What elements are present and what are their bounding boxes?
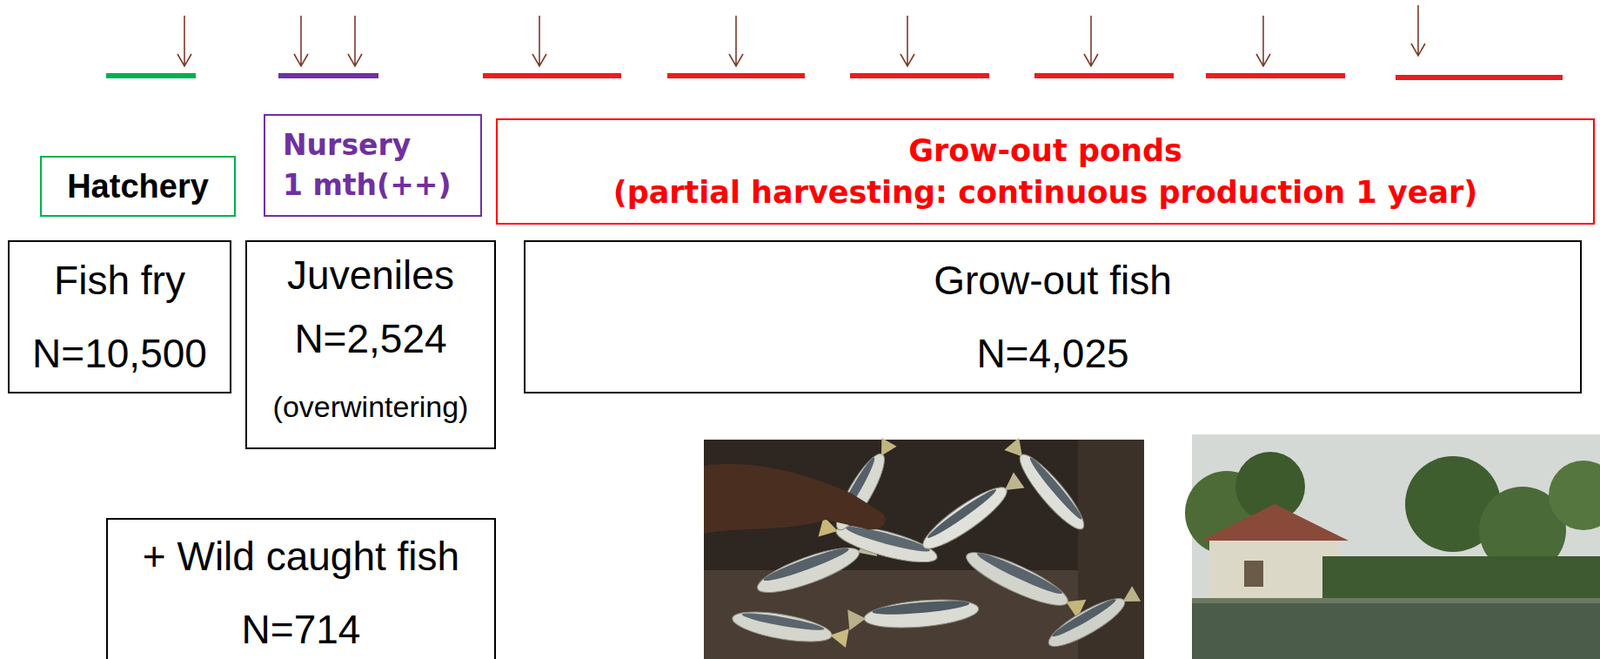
growout-bar <box>1034 73 1174 79</box>
fish-body <box>961 542 1074 614</box>
node-text: (partial harvesting: continuous producti… <box>613 171 1479 214</box>
sample-box: Fish fryN=10,500 <box>7 240 232 394</box>
fish-photo <box>703 435 1145 659</box>
sampling-arrows <box>177 5 1426 67</box>
node-text: N=714 <box>241 592 362 659</box>
sampling-arrow <box>1084 15 1098 67</box>
fish-tail <box>1004 437 1030 463</box>
sampling-arrow <box>729 15 744 67</box>
fish-back <box>924 485 998 541</box>
nursery-bar <box>278 73 379 79</box>
node-heading: Hatchery <box>66 164 209 208</box>
node-text: (overwintering) <box>273 368 469 444</box>
node-text: 1 mth(++) <box>282 165 452 206</box>
pond-photo <box>1184 434 1600 659</box>
fish-body <box>916 478 1013 556</box>
node-heading: Fish fry <box>53 243 186 317</box>
fish-tail <box>873 437 897 461</box>
sample-box: Grow-out fishN=4,025 <box>523 240 1582 394</box>
fish-tail <box>999 471 1025 497</box>
node-text: N=4,025 <box>976 316 1129 390</box>
fish-body <box>729 605 834 648</box>
node-heading: + Wild caught fish <box>142 519 460 593</box>
fish-back <box>1026 455 1085 523</box>
growout-bar <box>667 73 805 79</box>
stage-box: Nursery1 mth(++) <box>263 113 483 217</box>
sample-box: JuvenilesN=2,524(overwintering) <box>245 240 496 449</box>
node-heading: Nursery <box>282 125 411 166</box>
sky <box>1191 434 1600 659</box>
sampling-arrow <box>348 15 362 67</box>
sampling-arrow <box>177 15 192 67</box>
stage-box: Grow-out ponds(partial harvesting: conti… <box>495 118 1595 225</box>
fish-back <box>871 597 971 617</box>
fish <box>961 542 1088 621</box>
fish <box>847 595 980 633</box>
fish-tail <box>847 608 867 631</box>
pond-water <box>1191 599 1600 659</box>
fish-body <box>1043 590 1131 655</box>
fish-back <box>844 522 932 555</box>
fish-back <box>762 543 851 585</box>
sampling-arrow <box>900 15 915 67</box>
growout-bar <box>850 73 990 79</box>
fish <box>916 469 1026 557</box>
growout-bar <box>1205 73 1346 79</box>
sampling-arrow <box>532 15 547 67</box>
stage-bars <box>106 75 1563 78</box>
node-heading: Grow-out fish <box>933 243 1172 317</box>
node-text: N=2,524 <box>294 307 447 369</box>
fish-tail <box>828 625 850 648</box>
fish-back <box>974 548 1065 598</box>
fish <box>1003 435 1092 536</box>
fish-tail <box>1118 585 1142 609</box>
sampling-arrow <box>1411 5 1426 56</box>
hatchery-bar <box>106 73 196 79</box>
sample-box: + Wild caught fishN=714 <box>106 517 496 659</box>
fish-body <box>863 595 980 631</box>
bushes <box>1322 555 1600 604</box>
house-roof <box>1200 503 1349 541</box>
photo-ground <box>703 439 1145 659</box>
hand <box>703 463 886 534</box>
fish-body <box>753 539 864 602</box>
growout-bar <box>1395 74 1563 81</box>
fish <box>1043 583 1142 655</box>
growout-bar <box>482 73 622 79</box>
house-door <box>1244 560 1264 587</box>
fish-body <box>1012 448 1092 536</box>
fish <box>729 605 850 650</box>
node-text: N=10,500 <box>32 316 208 390</box>
node-heading: Grow-out ponds <box>908 129 1183 172</box>
stage-box: Hatchery <box>40 155 236 217</box>
tree <box>1548 460 1600 530</box>
sampling-arrow <box>1256 15 1271 67</box>
pond-bank <box>1191 597 1600 603</box>
fish-back <box>1050 595 1118 640</box>
sampling-arrow <box>294 15 308 67</box>
house-wall <box>1209 538 1340 600</box>
fish-back <box>741 609 825 634</box>
node-heading: Juveniles <box>287 241 455 308</box>
